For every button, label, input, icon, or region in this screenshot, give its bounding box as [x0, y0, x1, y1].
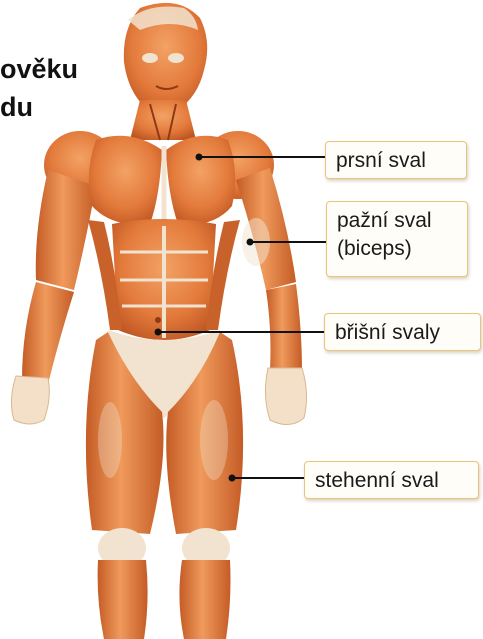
head — [124, 3, 207, 114]
chest — [89, 136, 235, 226]
title-line-2: du — [0, 92, 33, 123]
neck — [130, 100, 196, 140]
title-line-1: ověku — [0, 54, 78, 85]
leader-dot-thigh — [230, 476, 235, 481]
label-thigh: stehenní sval — [304, 461, 479, 499]
label-text: pažní sval — [337, 207, 457, 235]
label-abdominal: břišní svaly — [324, 313, 481, 351]
label-text: prsní sval — [336, 147, 456, 175]
label-text: břišní svaly — [335, 319, 470, 347]
abdomen — [88, 219, 240, 340]
label-pectoral: prsní sval — [325, 141, 467, 179]
leader-dot-biceps — [248, 240, 253, 245]
label-text: (biceps) — [337, 235, 457, 263]
leader-dot-pectoral — [197, 155, 202, 160]
lower-legs — [98, 528, 231, 639]
leader-dot-abdominal — [156, 330, 161, 335]
label-biceps: pažní sval (biceps) — [326, 201, 468, 277]
label-text: stehenní sval — [315, 467, 468, 495]
